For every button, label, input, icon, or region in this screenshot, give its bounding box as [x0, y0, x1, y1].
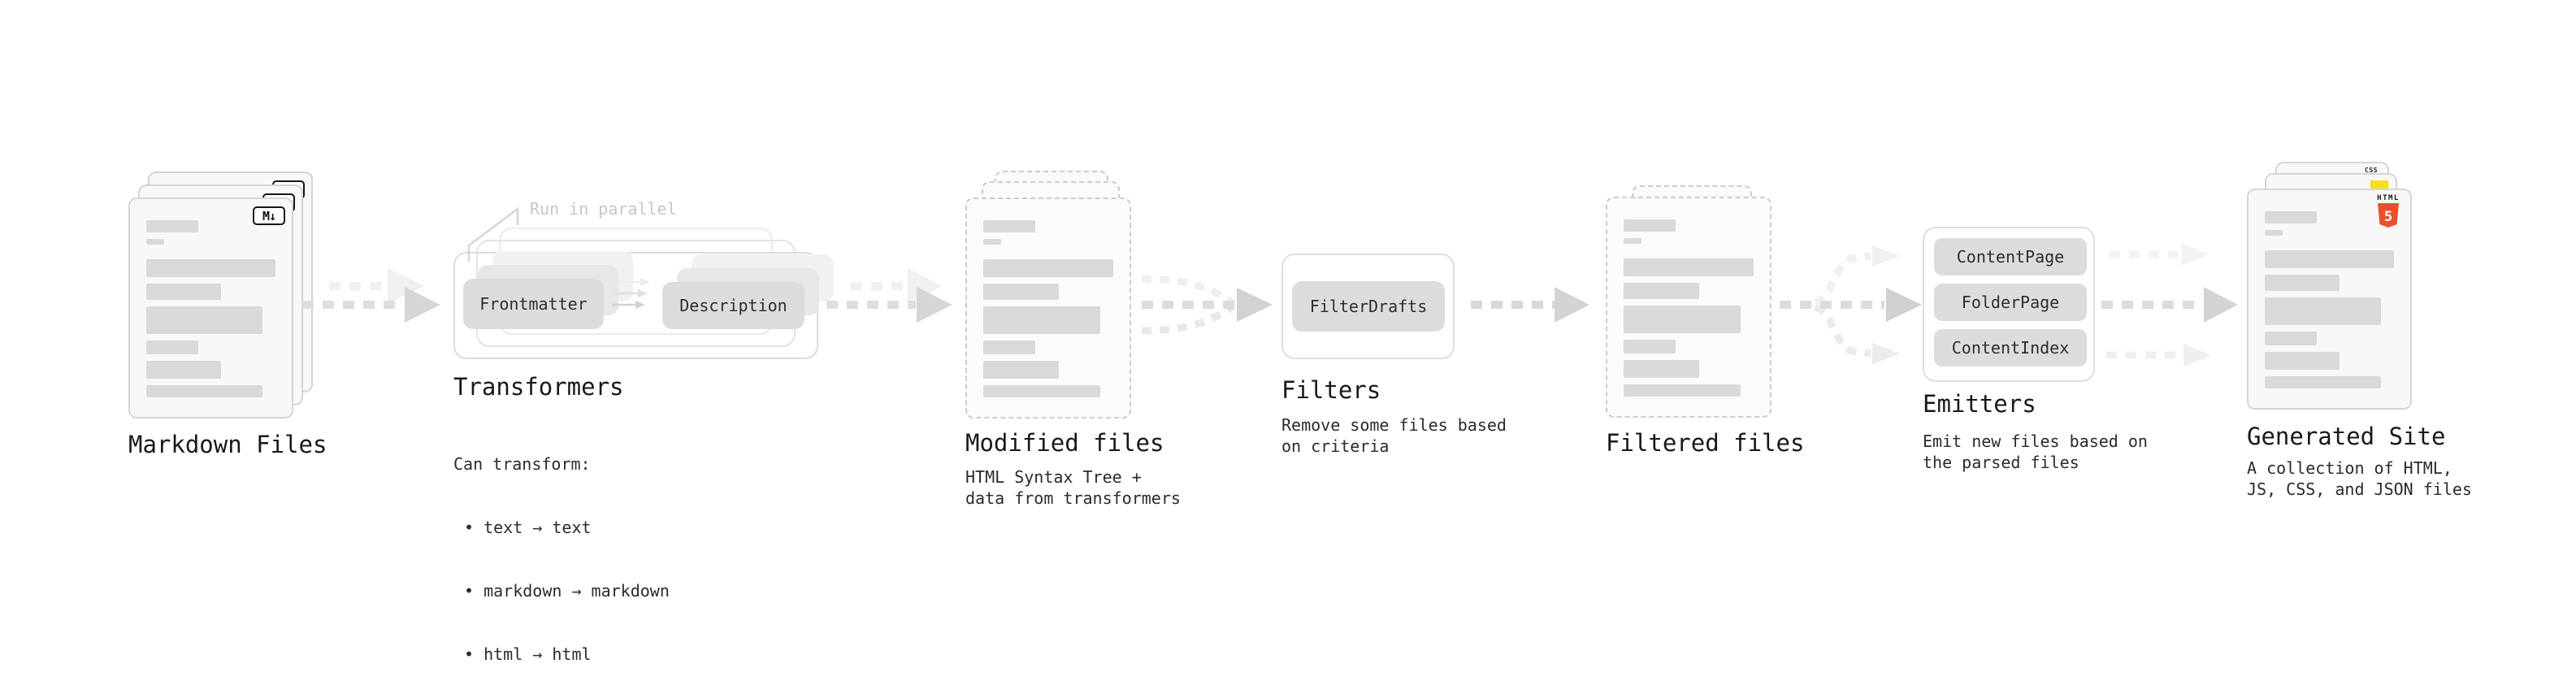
filters-label: Filters: [1281, 376, 1381, 404]
placeholder-bar: [146, 259, 275, 277]
emitters-description: Emit new files based on the parsed files: [1923, 432, 2148, 472]
placeholder-bar: [983, 385, 1100, 397]
placeholder-bar: [983, 361, 1059, 379]
placeholder-bar: [983, 284, 1059, 300]
placeholder-bar: [2265, 297, 2382, 325]
placeholder-bar: [2265, 376, 2382, 388]
file-placeholder-lines: [967, 199, 1130, 397]
filtered-files-label: Filtered files: [1606, 429, 1805, 457]
fan-in-arrow: [1141, 275, 1273, 335]
placeholder-bar: [983, 340, 1035, 354]
transformers-description: Can transform: • text → text • markdown …: [453, 411, 670, 681]
callout-line: [467, 206, 519, 262]
placeholder-bar: [983, 220, 1035, 232]
placeholder-bar: [2265, 352, 2340, 370]
modified-files-label: Modified files: [965, 429, 1164, 457]
flow-arrow-markdown-to-transformers: [302, 268, 440, 323]
emitters-label: Emitters: [1923, 390, 2036, 418]
placeholder-bar: [983, 239, 1002, 245]
placeholder-bar: [1624, 306, 1741, 333]
placeholder-bar: [146, 361, 222, 379]
placeholder-bar: [2265, 332, 2317, 345]
placeholder-bar: [2265, 211, 2317, 223]
placeholder-bar: [1624, 384, 1741, 397]
flow-arrow-filters-to-filtered: [1471, 287, 1589, 323]
transformers-label: Transformers: [453, 373, 624, 401]
filters-description: Remove some files based on criteria: [1281, 415, 1507, 456]
placeholder-bar: [146, 284, 222, 300]
emitter-folder-page: FolderPage: [1934, 284, 2087, 321]
placeholder-bar: [1624, 340, 1676, 354]
placeholder-bar: [146, 385, 263, 397]
bullet-item: • text → text: [464, 518, 592, 537]
placeholder-bar: [1624, 258, 1754, 276]
parallel-step-arrows: [612, 278, 650, 309]
can-transform-title: Can transform:: [453, 454, 591, 474]
js-icon: [2370, 180, 2388, 189]
placeholder-bar: [146, 306, 263, 334]
generated-site-label: Generated Site: [2247, 423, 2446, 450]
placeholder-bar: [1624, 219, 1676, 232]
placeholder-bar: [983, 306, 1100, 334]
modified-files-description: HTML Syntax Tree + data from transformer…: [965, 467, 1181, 508]
fan-out-arrow: [1780, 245, 1922, 364]
file-card-dashed: [965, 197, 1131, 419]
html5-icon: HTML 5: [2374, 194, 2403, 228]
generated-site-description: A collection of HTML, JS, CSS, and JSON …: [2247, 458, 2472, 499]
placeholder-bar: [146, 220, 198, 232]
emitter-content-page: ContentPage: [1934, 238, 2087, 275]
placeholder-bar: [1624, 360, 1699, 378]
flow-arrows-emitters-to-site: [2101, 243, 2238, 367]
placeholder-bar: [983, 259, 1113, 277]
bullet-item: • markdown → markdown: [464, 581, 670, 601]
run-in-parallel-note: Run in parallel: [530, 199, 677, 219]
file-card-dashed: [1606, 197, 1772, 418]
markdown-files-label: Markdown Files: [128, 431, 327, 458]
file-card: M↓: [128, 197, 293, 419]
placeholder-bar: [2265, 230, 2283, 236]
html5-number: 5: [2384, 209, 2392, 225]
placeholder-bar: [146, 239, 165, 245]
placeholder-bar: [2265, 250, 2394, 268]
file-placeholder-lines: [2249, 190, 2410, 388]
placeholder-bar: [1624, 238, 1642, 244]
emitter-content-index: ContentIndex: [1934, 329, 2087, 367]
flow-arrow-transformers-to-modified: [826, 268, 952, 323]
frontmatter-step: Frontmatter: [463, 279, 604, 329]
file-placeholder-lines: [1607, 198, 1770, 397]
placeholder-bar: [146, 340, 198, 354]
file-placeholder-lines: [130, 199, 292, 397]
description-step: Description: [662, 282, 804, 329]
emitters-panel: ContentPage FolderPage ContentIndex: [1923, 227, 2095, 382]
filter-drafts-step: FilterDrafts: [1292, 281, 1445, 332]
filters-panel: FilterDrafts: [1281, 254, 1455, 359]
bullet-item: • html → html: [464, 644, 592, 664]
placeholder-bar: [1624, 283, 1699, 299]
placeholder-bar: [2265, 275, 2340, 291]
file-card-html: HTML 5: [2247, 189, 2412, 410]
markdown-icon: M↓: [253, 206, 285, 225]
